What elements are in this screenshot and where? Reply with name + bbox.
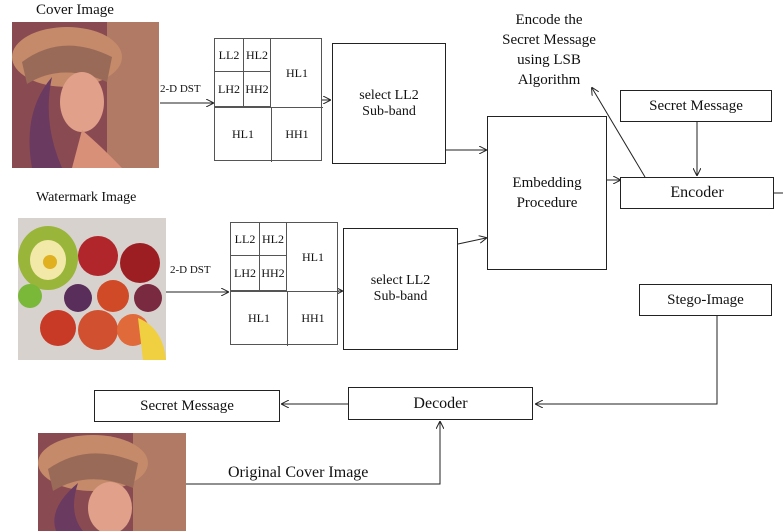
cover-image-label: Cover Image [36, 2, 114, 18]
ll2-cell: LL2 [218, 47, 240, 62]
watermark-image [18, 218, 166, 360]
decoder-box: Decoder [348, 387, 533, 420]
arrow-stego-to-decoder [536, 316, 718, 404]
watermark-image-label: Watermark Image [36, 190, 137, 205]
hh2-cell: HH2 [245, 81, 269, 96]
select-ll2-box-2: select LL2 Sub-band [343, 228, 458, 350]
embedding-procedure-box: Embedding Procedure [487, 116, 607, 270]
arrow-encoder-to-note [592, 88, 646, 178]
embedding-line1: Embedding [512, 175, 582, 191]
arrow-select2-to-embedding [457, 238, 486, 245]
encode-note-line4: Algorithm [517, 72, 581, 88]
subband-grid-1: LL2 HL2 LH2 HH2 HL1 HL1 HH1 [214, 38, 323, 162]
embedding-line2: Procedure [516, 195, 578, 211]
subband-grid-2: LL2 HL2 LH2 HH2 HL1 HL1 HH1 [230, 222, 339, 346]
stego-image-box: Stego-Image [639, 284, 772, 316]
encode-note: Encode the Secret Message using LSB Algo… [486, 10, 612, 90]
secret-message-top-box: Secret Message [620, 90, 772, 122]
original-cover-label: Original Cover Image [228, 464, 369, 481]
encode-note-line1: Encode the [515, 12, 583, 28]
hh1-cell: HH1 [301, 311, 325, 325]
hl1-bottom-cell: HL1 [248, 311, 270, 325]
dst-label-2: 2-D DST [170, 264, 211, 276]
dst-label-1: 2-D DST [160, 83, 201, 95]
select-box-2-line2: Sub-band [373, 289, 428, 304]
encode-note-line3: using LSB [517, 52, 581, 68]
hl2-cell: HL2 [262, 231, 284, 246]
hh2-cell: HH2 [261, 265, 285, 280]
hh1-cell: HH1 [285, 127, 309, 141]
select-box-1-line1: select LL2 [359, 87, 419, 103]
hl1-top-cell: HL1 [286, 65, 308, 80]
select-ll2-box-1: select LL2 Sub-band [332, 43, 446, 164]
lh2-cell: LH2 [234, 265, 256, 280]
hl2-cell: HL2 [246, 47, 268, 62]
select-box-2-line1: select LL2 [370, 273, 431, 288]
lh2-cell: LH2 [218, 81, 240, 96]
encoder-box: Encoder [620, 177, 774, 209]
arrow-original-to-decoder [186, 422, 440, 485]
hl1-top-cell: HL1 [302, 249, 324, 264]
cover-image [12, 22, 159, 168]
select-box-1-line2: Sub-band [362, 103, 416, 119]
hl1-bottom-cell: HL1 [232, 127, 254, 141]
encode-note-line2: Secret Message [502, 32, 596, 48]
original-cover-image [38, 433, 186, 531]
secret-message-bottom-box: Secret Message [94, 390, 280, 422]
ll2-cell: LL2 [234, 231, 256, 246]
